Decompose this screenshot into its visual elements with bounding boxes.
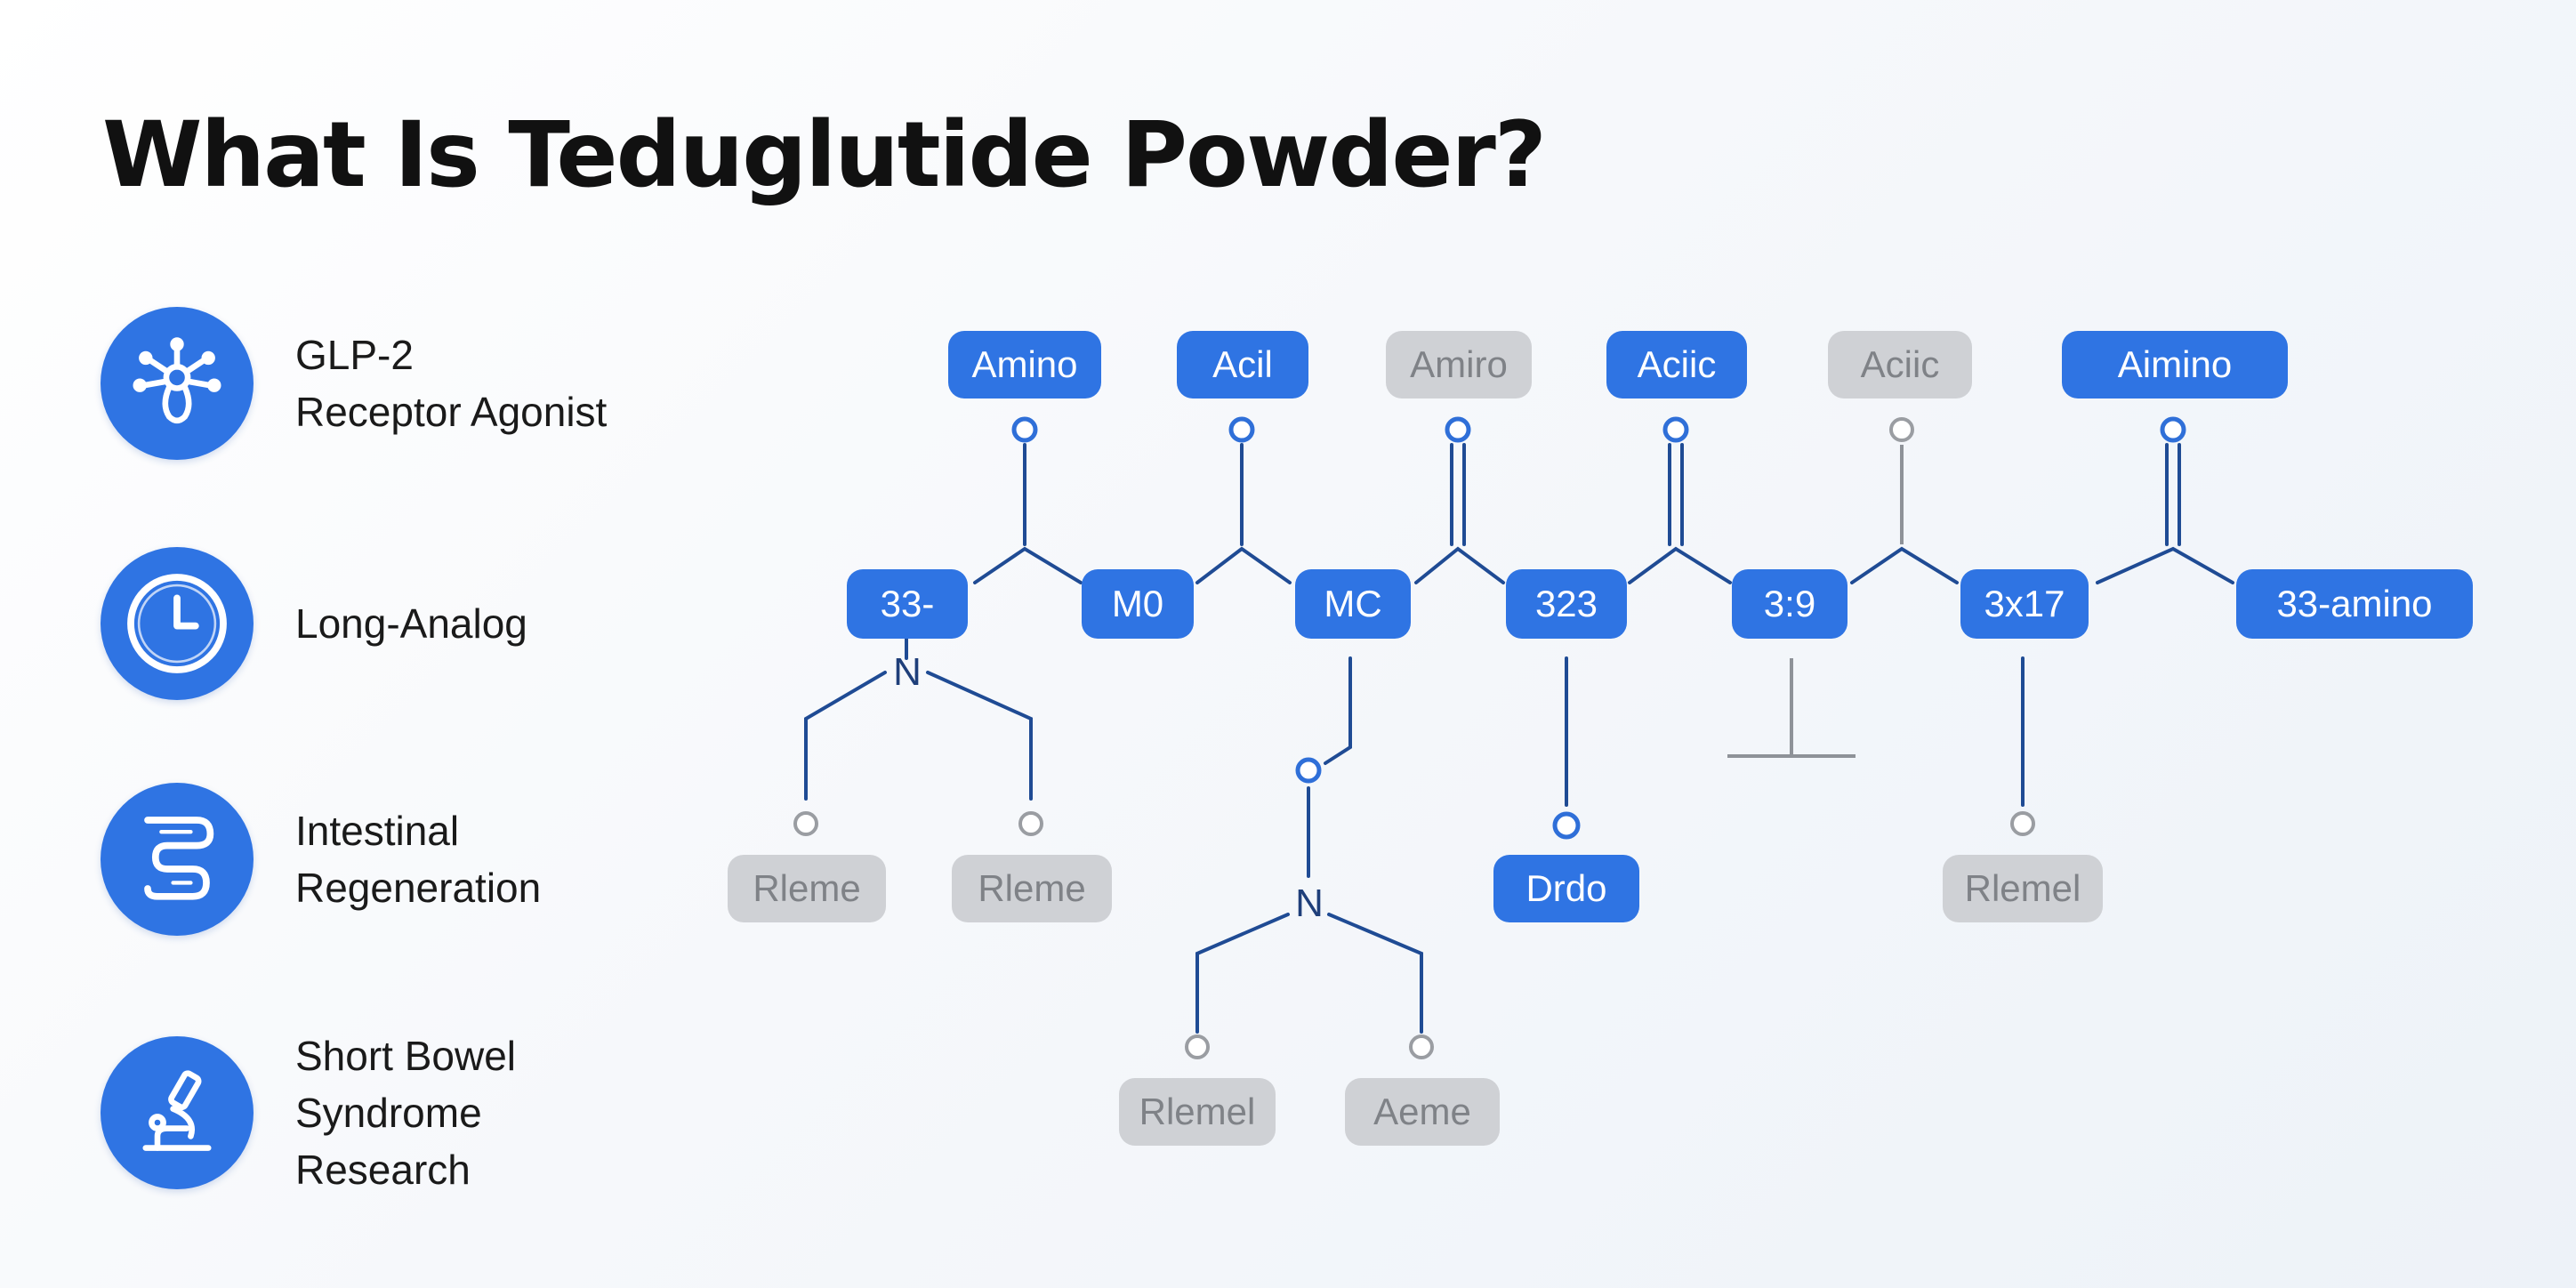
bond-ring-markers: [793, 416, 2186, 1059]
page-title: What Is Teduglutide Powder?: [102, 102, 1547, 208]
feature-glp2-receptor-agonist: GLP-2 Receptor Agonist: [101, 307, 607, 460]
svg-text:Aciic: Aciic: [1861, 343, 1940, 385]
chain-node-6: 3x17: [1960, 569, 2089, 639]
top-bonds: [1023, 443, 2181, 546]
svg-text:Rleme: Rleme: [978, 867, 1085, 909]
svg-text:Drdo: Drdo: [1525, 867, 1606, 909]
bottom-label-rleme-2: Rleme: [952, 855, 1112, 922]
svg-text:Rlemel: Rlemel: [1139, 1091, 1256, 1132]
top-label-amino: Amino: [948, 331, 1101, 398]
feature-long-analog: Long-Analog: [101, 547, 527, 700]
bottom-label-rleme-1: Rleme: [728, 855, 886, 922]
chain-node-3: MC: [1295, 569, 1411, 639]
bottom-label-drdo: Drdo: [1493, 855, 1639, 922]
intestine-icon: [101, 783, 254, 936]
chain-node-7: 33-amino: [2236, 569, 2473, 639]
nitrogen-atom-2: N: [1295, 881, 1324, 925]
feature-short-bowel-research: Short Bowel Syndrome Research: [101, 1027, 516, 1198]
receptor-icon: [101, 307, 254, 460]
top-label-aimino: Aimino: [2062, 331, 2288, 398]
svg-text:Rleme: Rleme: [753, 867, 860, 909]
top-label-aciic-1: Aciic: [1606, 331, 1747, 398]
bottom-label-aeme: Aeme: [1345, 1078, 1500, 1146]
svg-text:323: 323: [1535, 583, 1598, 624]
chain-node-2: M0: [1082, 569, 1194, 639]
svg-text:Amiro: Amiro: [1410, 343, 1508, 385]
top-label-aciic-2: Aciic: [1828, 331, 1972, 398]
svg-text:Rlemel: Rlemel: [1965, 867, 2081, 909]
feature-intestinal-regeneration: Intestinal Regeneration: [101, 783, 541, 936]
clock-icon: [101, 547, 254, 700]
feature-label: GLP-2 Receptor Agonist: [295, 332, 608, 435]
svg-text:MC: MC: [1324, 583, 1381, 624]
svg-text:33-: 33-: [881, 583, 935, 624]
svg-text:3:9: 3:9: [1764, 583, 1815, 624]
chain-node-4: 323: [1506, 569, 1627, 639]
svg-text:Aciic: Aciic: [1638, 343, 1717, 385]
chain-node-1: 33-: [847, 569, 968, 639]
bottom-label-rlemel-1: Rlemel: [1943, 855, 2103, 922]
svg-text:Amino: Amino: [971, 343, 1077, 385]
svg-text:Aimino: Aimino: [2118, 343, 2232, 385]
svg-text:3x17: 3x17: [1984, 583, 2065, 624]
top-label-amiro: Amiro: [1386, 331, 1532, 398]
branch-bonds: [804, 634, 2025, 1034]
bottom-label-rlemel-2: Rlemel: [1119, 1078, 1276, 1146]
chain-node-5: 3:9: [1732, 569, 1847, 639]
microscope-icon: [101, 1036, 254, 1189]
top-label-acil: Acil: [1177, 331, 1308, 398]
feature-label: Short Bowel Syndrome Research: [295, 1033, 517, 1193]
feature-label: Long-Analog: [295, 600, 527, 647]
svg-text:33-amino: 33-amino: [2276, 583, 2432, 624]
feature-label: Intestinal Regeneration: [295, 808, 542, 911]
svg-text:M0: M0: [1112, 583, 1163, 624]
svg-text:Aeme: Aeme: [1373, 1091, 1471, 1132]
nitrogen-atom-1: N: [893, 650, 922, 694]
chain-bonds: [973, 546, 2234, 584]
svg-text:Acil: Acil: [1212, 343, 1273, 385]
